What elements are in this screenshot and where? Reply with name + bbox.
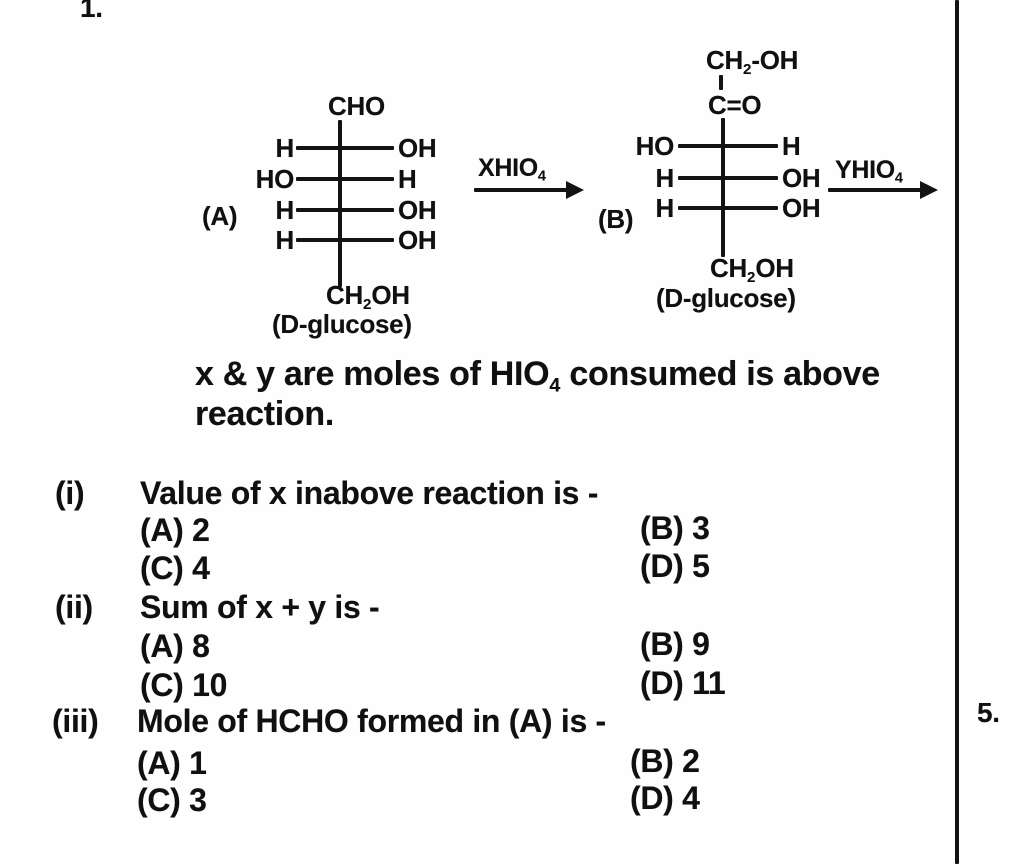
structure-a-rung-4 bbox=[296, 238, 394, 242]
structure-a-rung-1 bbox=[296, 146, 394, 150]
structure-a-row4-left: H bbox=[275, 225, 295, 255]
statement-line-1: x & y are moles of HIO4 consumed is abov… bbox=[195, 355, 880, 397]
option: (A) 2 bbox=[140, 512, 210, 548]
structure-a-rung-2 bbox=[296, 177, 394, 181]
arrow-x-shaft bbox=[474, 188, 568, 192]
structure-a-bottom-subscript: 2 bbox=[362, 295, 372, 313]
structure-a-row3-left: H bbox=[275, 195, 295, 225]
option: (B) 2 bbox=[630, 743, 700, 779]
structure-a-bottom-group: CH2OH bbox=[326, 280, 410, 313]
structure-b-row3-left: H bbox=[655, 193, 675, 223]
option: (C) 10 bbox=[140, 667, 228, 703]
structure-a-spine bbox=[338, 120, 342, 287]
question-number: (iii) bbox=[52, 703, 99, 739]
option: (A) 1 bbox=[137, 745, 207, 781]
option: (D) 4 bbox=[630, 780, 700, 816]
margin-question-number: 5. bbox=[977, 697, 1000, 728]
structure-b-rung-2 bbox=[678, 176, 778, 180]
structure-b-spine bbox=[721, 118, 725, 257]
structure-a-row2-right: H bbox=[398, 164, 417, 194]
structure-b-top-group: CH2-OH bbox=[706, 45, 799, 78]
structure-a-row2-left: HO bbox=[255, 164, 295, 194]
structure-b-bottom-subscript: 2 bbox=[746, 268, 756, 286]
structure-a-rung-3 bbox=[296, 208, 394, 212]
structure-b-label: (B) bbox=[598, 204, 634, 234]
arrow-y-label: YHIO4 bbox=[835, 156, 903, 187]
structure-b-caption: (D-glucose) bbox=[656, 283, 796, 313]
structure-b-row3-right: OH bbox=[782, 193, 821, 223]
statement-line-2: reaction. bbox=[195, 395, 335, 433]
question-text: Value of x inabove reaction is - bbox=[140, 475, 599, 511]
structure-b-row1-left: HO bbox=[635, 131, 675, 161]
question-text: Sum of x + y is - bbox=[140, 589, 380, 625]
question-number: 1. bbox=[80, 0, 103, 23]
structure-a-top-group: CHO bbox=[328, 91, 385, 121]
structure-a-caption: (D-glucose) bbox=[272, 309, 412, 339]
structure-b-bottom-group: CH2OH bbox=[710, 253, 794, 286]
structure-b-rung-1 bbox=[678, 144, 778, 148]
structure-b-row2-right: OH bbox=[782, 163, 821, 193]
structure-a-row3-right: OH bbox=[398, 195, 437, 225]
question-number: (i) bbox=[55, 475, 85, 511]
structure-a-row1-right: OH bbox=[398, 133, 437, 163]
option: (C) 3 bbox=[137, 782, 207, 818]
statement-hio4-subscript: 4 bbox=[549, 374, 561, 397]
option: (D) 5 bbox=[640, 548, 710, 584]
arrow-x-head-icon bbox=[566, 181, 584, 199]
option: (B) 3 bbox=[640, 510, 710, 546]
question-text: Mole of HCHO formed in (A) is - bbox=[137, 703, 606, 739]
arrow-y-shaft bbox=[828, 188, 922, 192]
option: (B) 9 bbox=[640, 626, 710, 662]
structure-b-carbonyl: C=O bbox=[708, 90, 762, 120]
arrow-y-head-icon bbox=[920, 181, 938, 199]
structure-a-label: (A) bbox=[202, 201, 238, 231]
structure-a-row1-left: H bbox=[275, 133, 295, 163]
option: (C) 4 bbox=[140, 550, 210, 586]
structure-b-rung-3 bbox=[678, 206, 778, 210]
structure-b-top-subscript: 2 bbox=[742, 60, 752, 78]
question-number: (ii) bbox=[55, 589, 93, 625]
option: (A) 8 bbox=[140, 628, 210, 664]
column-divider-line bbox=[955, 0, 959, 864]
option: (D) 11 bbox=[640, 665, 726, 701]
structure-a-row4-right: OH bbox=[398, 225, 437, 255]
structure-b-bond-top bbox=[719, 75, 723, 90]
arrow-x-label: XHIO4 bbox=[478, 154, 546, 185]
structure-b-row1-right: H bbox=[782, 131, 801, 161]
structure-b-row2-left: H bbox=[655, 163, 675, 193]
